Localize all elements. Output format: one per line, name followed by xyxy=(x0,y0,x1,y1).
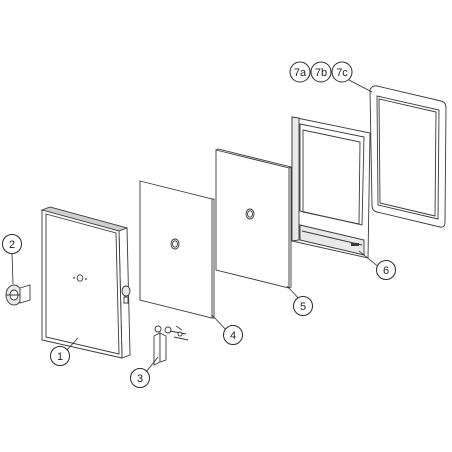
part-5-backing-sheet xyxy=(215,148,293,289)
callout-4: 4 xyxy=(223,325,243,345)
callout-7b: 7b xyxy=(310,61,332,83)
leader-line-7 xyxy=(348,79,373,93)
callout-7c-label: 7c xyxy=(336,67,348,79)
callout-6-label: 6 xyxy=(383,265,389,277)
callout-2: 2 xyxy=(2,234,22,254)
callout-2-label: 2 xyxy=(9,239,15,251)
callout-5: 5 xyxy=(293,296,313,316)
callout-5-label: 5 xyxy=(300,301,306,313)
callout-7a: 7a xyxy=(289,61,311,83)
leader-line-2 xyxy=(11,253,14,285)
callout-1-label: 1 xyxy=(57,351,63,363)
part-1-door-panel xyxy=(40,206,131,359)
leader-line-6 xyxy=(358,250,381,269)
part-3-latch-bracket xyxy=(153,325,189,366)
callout-3: 3 xyxy=(130,368,150,388)
callout-7a-label: 7a xyxy=(294,67,307,79)
callout-3-label: 3 xyxy=(137,373,143,385)
callout-6: 6 xyxy=(376,260,396,280)
leader-line-3 xyxy=(145,356,159,373)
callout-7b-label: 7b xyxy=(315,67,327,79)
callout-7c: 7c xyxy=(331,61,353,83)
part-2-lock-knob xyxy=(5,284,31,306)
part-4-inner-sheet xyxy=(139,180,215,319)
part-6-inner-frame xyxy=(291,116,371,259)
callout-4-label: 4 xyxy=(230,330,236,342)
callout-1: 1 xyxy=(50,346,70,366)
part-7-snap-frame xyxy=(369,85,447,228)
